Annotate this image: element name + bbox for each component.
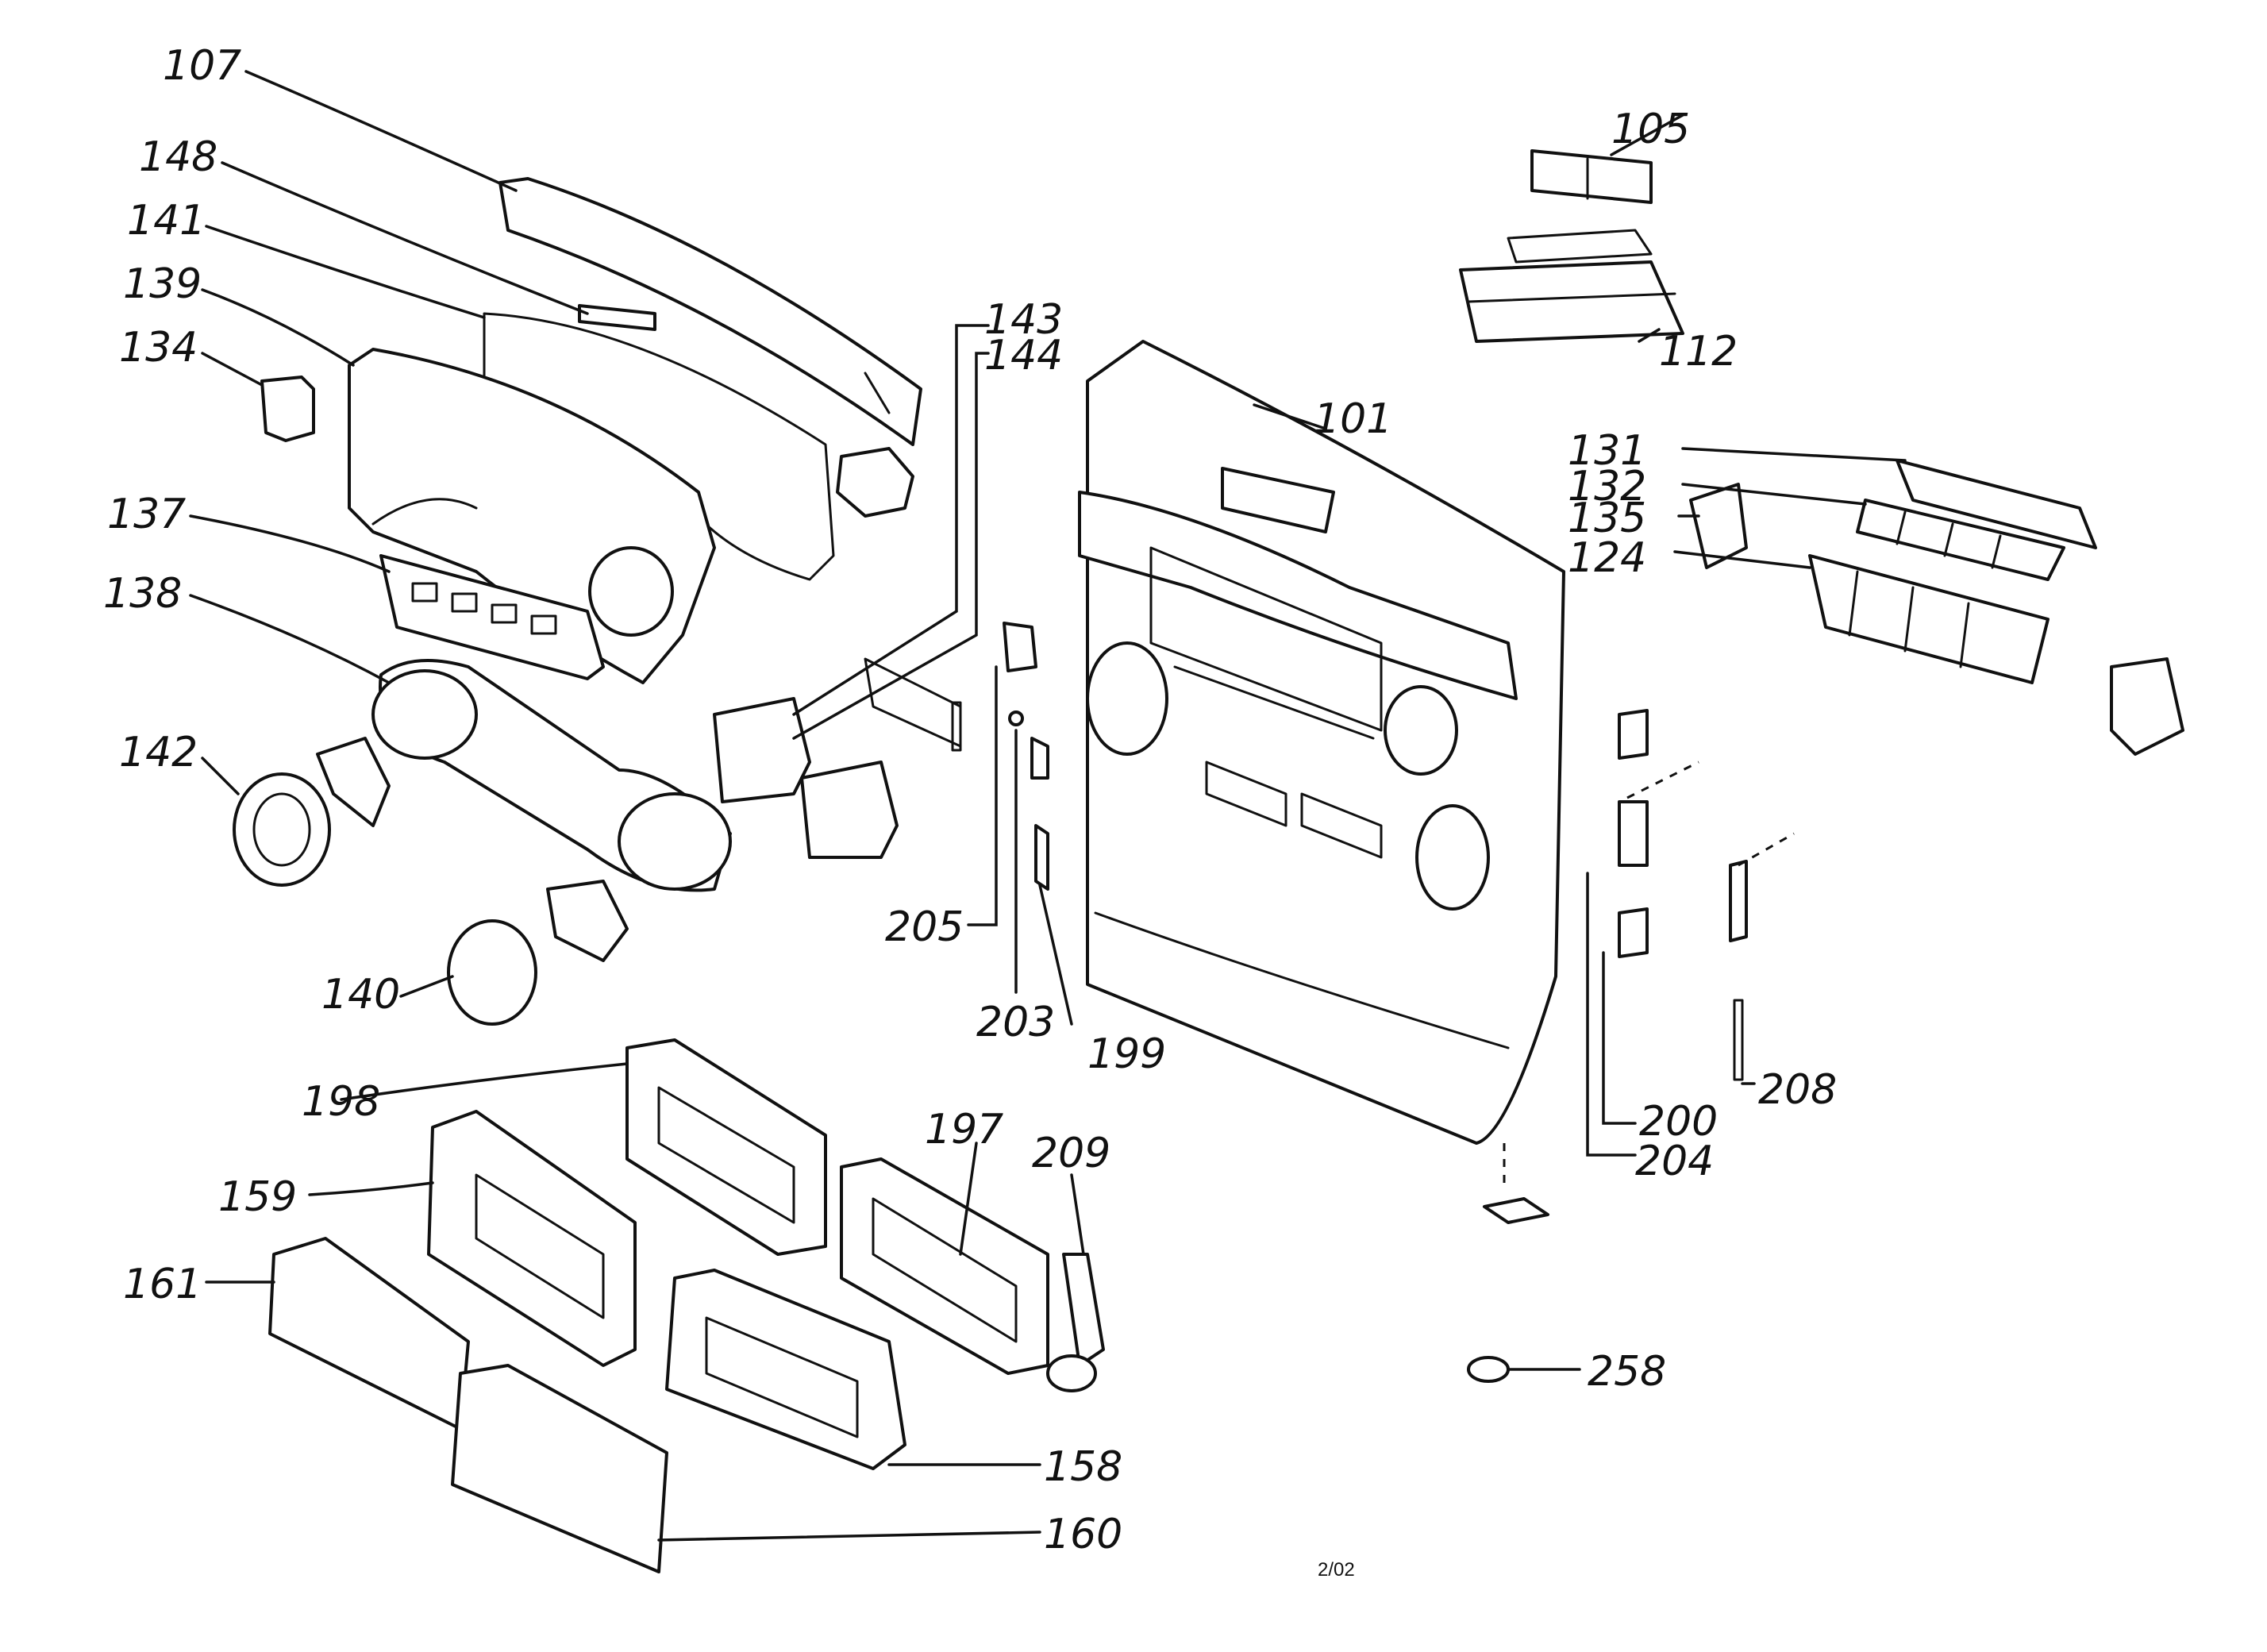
part-160-door-cover <box>451 1364 668 1573</box>
part-208-spring <box>1729 832 1795 1081</box>
label-161: 161 <box>123 1261 202 1308</box>
part-140-knob <box>447 880 629 1026</box>
part-101-main-cabinet <box>1078 340 1565 1145</box>
label-141: 141 <box>127 197 206 245</box>
label-143: 143 <box>984 296 1063 344</box>
label-158: 158 <box>1044 1443 1122 1491</box>
part-right-clip <box>2110 657 2184 756</box>
part-161-door-cover <box>268 1237 470 1431</box>
part-labels: 107 148 141 139 134 137 138 142 140 143 … <box>103 42 1837 1558</box>
part-143-144-lever-assembly <box>713 657 962 859</box>
label-132: 132 <box>1568 463 1646 510</box>
part-137-button-strip <box>379 554 605 680</box>
label-139: 139 <box>123 260 202 308</box>
label-203: 203 <box>976 999 1055 1046</box>
label-131: 131 <box>1568 427 1646 475</box>
label-197: 197 <box>925 1106 1003 1153</box>
part-112-button-board <box>1459 229 1684 343</box>
label-124: 124 <box>1568 534 1646 582</box>
label-142: 142 <box>119 729 198 776</box>
part-200-204-latch <box>1618 709 1699 958</box>
label-148: 148 <box>139 133 217 181</box>
label-105: 105 <box>1611 106 1690 153</box>
part-209-gear <box>1046 1253 1105 1392</box>
label-208: 208 <box>1758 1066 1837 1114</box>
page-footer: 2/02 <box>1318 1559 1355 1581</box>
label-205: 205 <box>885 903 964 951</box>
label-159: 159 <box>218 1173 297 1221</box>
label-200: 200 <box>1639 1098 1718 1146</box>
part-107-top-trim <box>498 177 922 446</box>
part-124-button-row <box>1808 554 2050 684</box>
leader-lines <box>189 70 1907 1542</box>
part-197-door-frame <box>840 1157 1049 1375</box>
label-258: 258 <box>1588 1348 1666 1396</box>
part-foot-pad <box>1483 1143 1549 1224</box>
label-199: 199 <box>1087 1030 1166 1078</box>
part-258-button <box>1467 1356 1510 1383</box>
part-142-dial <box>233 737 391 887</box>
part-138-ring-assembly <box>371 659 732 892</box>
label-160: 160 <box>1044 1511 1122 1558</box>
label-204: 204 <box>1635 1138 1714 1185</box>
part-132-button-caps <box>1856 499 2065 581</box>
label-144: 144 <box>984 332 1063 379</box>
label-140: 140 <box>321 971 400 1019</box>
label-135: 135 <box>1568 495 1646 542</box>
label-137: 137 <box>107 491 186 538</box>
part-198-door-frame <box>625 1038 827 1256</box>
part-105-button-cap <box>1530 149 1653 204</box>
label-107: 107 <box>163 42 241 90</box>
part-131-button-row <box>1896 459 2097 549</box>
label-198: 198 <box>302 1078 380 1126</box>
label-112: 112 <box>1659 328 1738 375</box>
part-159-door <box>427 1110 637 1367</box>
part-158-door <box>665 1269 906 1470</box>
part-134-clip <box>260 375 315 442</box>
label-101: 101 <box>1314 395 1392 443</box>
label-209: 209 <box>1032 1130 1110 1177</box>
part-148-window <box>578 304 656 331</box>
part-203-199-springs <box>1003 622 1049 891</box>
label-138: 138 <box>103 570 182 618</box>
label-134: 134 <box>119 324 198 372</box>
